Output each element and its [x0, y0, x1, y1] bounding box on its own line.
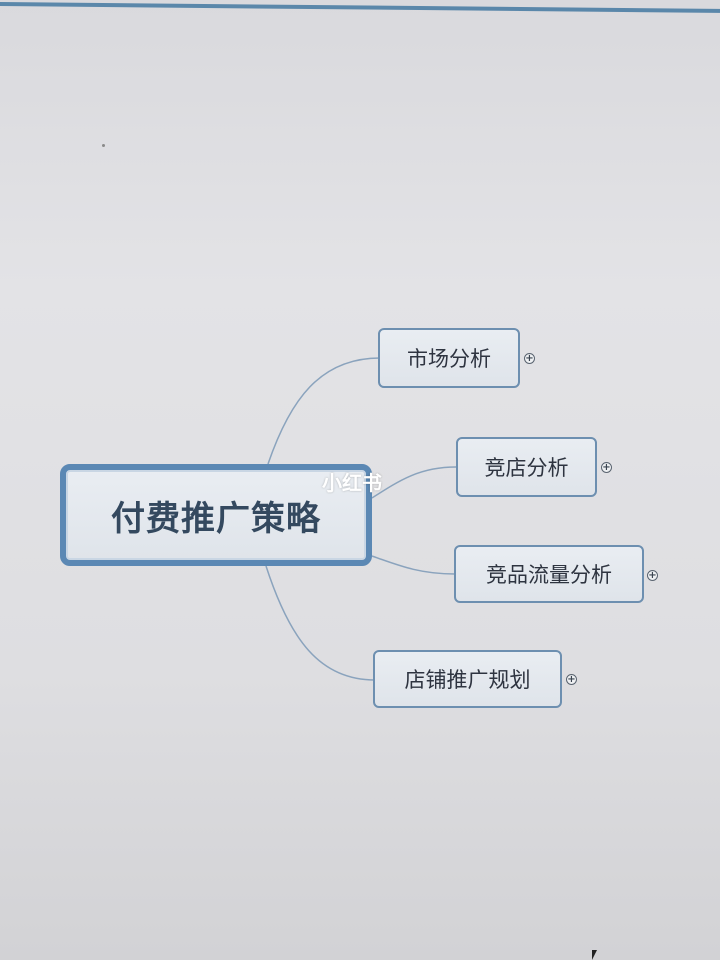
branch-label: 竞品流量分析 — [486, 563, 612, 587]
expand-plus-icon[interactable]: + — [647, 569, 658, 581]
branch-label: 竞店分析 — [484, 456, 569, 480]
branch-node-competitor-store-analysis[interactable]: 竞店分析 — [456, 437, 597, 497]
connector-competitor-traffic — [371, 555, 456, 575]
connector-competitor-store — [371, 466, 457, 499]
connector-store-plan — [265, 565, 376, 681]
root-node[interactable]: 付费推广策略 — [60, 464, 372, 566]
branch-node-competitor-traffic-analysis[interactable]: 竞品流量分析 — [454, 545, 644, 603]
branch-node-market-analysis[interactable]: 市场分析 — [378, 328, 520, 388]
expand-plus-icon[interactable]: + — [524, 352, 535, 364]
mouse-cursor-icon — [592, 950, 597, 960]
branch-label: 店铺推广规划 — [404, 668, 531, 692]
watermark: 小红书 — [322, 471, 382, 495]
branch-node-store-promotion-plan[interactable]: 店铺推广规划 — [373, 650, 562, 708]
connector-market — [267, 357, 381, 465]
expand-plus-icon[interactable]: + — [601, 461, 612, 473]
expand-plus-icon[interactable]: + — [566, 673, 577, 685]
branch-label: 市场分析 — [407, 347, 491, 371]
screen-speck — [102, 144, 105, 147]
root-node-label: 付费推广策略 — [111, 498, 321, 539]
